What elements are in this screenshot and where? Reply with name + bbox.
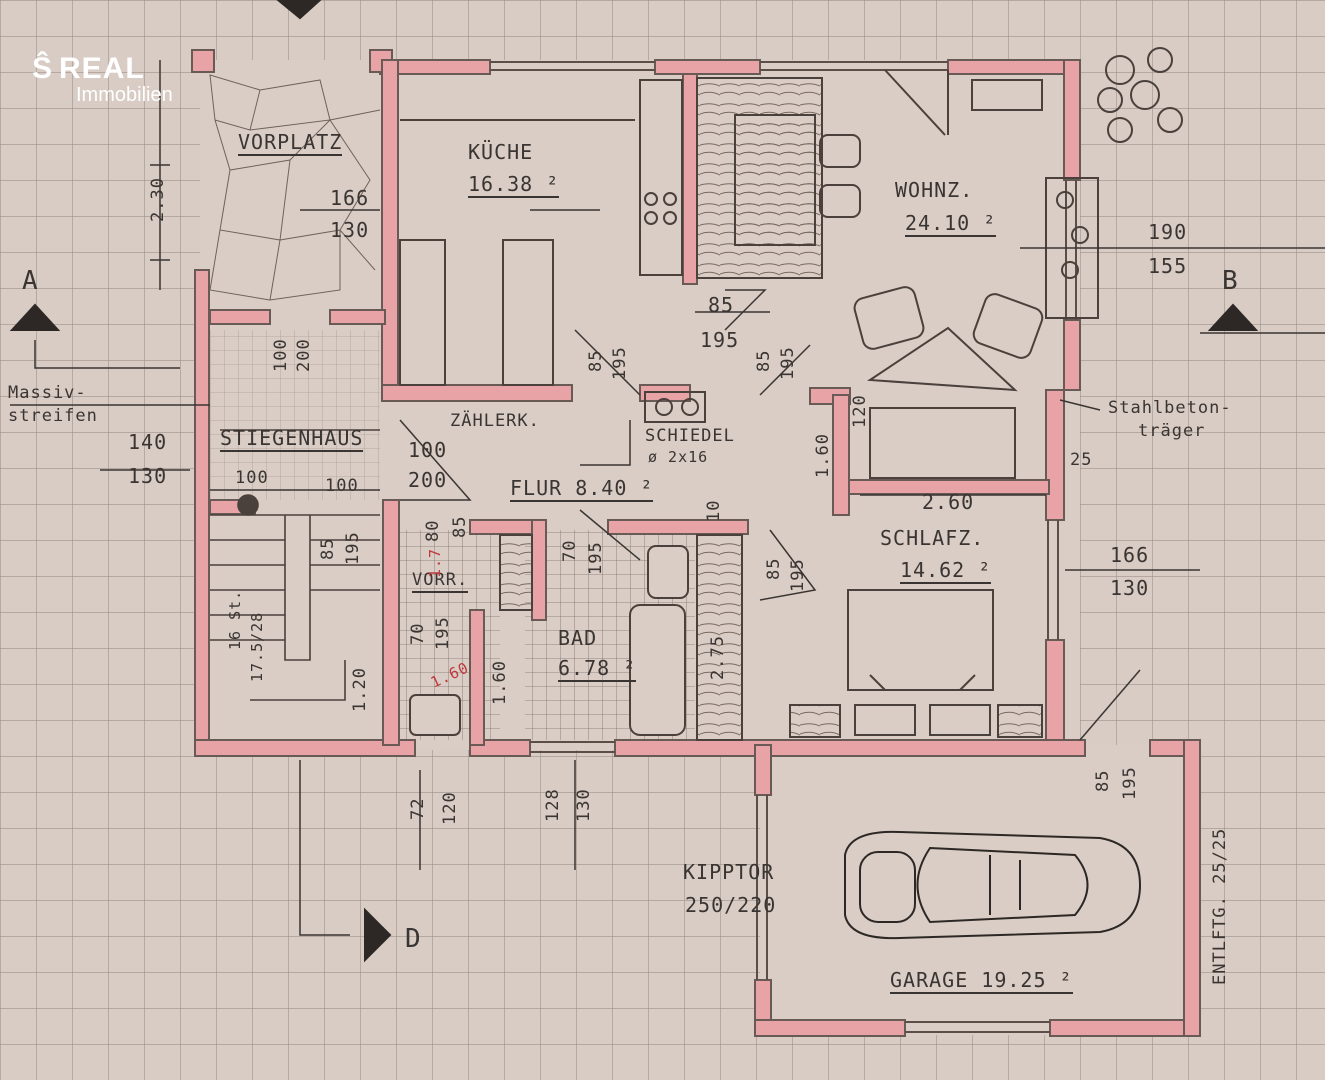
dim-85-a: 85	[586, 349, 606, 372]
dim-2-75: 2.75	[708, 635, 728, 680]
dim-195-g: 195	[788, 558, 808, 592]
dim-72: 72	[408, 797, 428, 820]
dim-200-a: 200	[294, 338, 314, 372]
car-outline	[844, 830, 1142, 940]
room-label-bad: BAD	[558, 626, 598, 650]
dim-80: 80	[423, 519, 443, 542]
section-b-label: B	[1222, 266, 1239, 296]
dim-128: 128	[543, 788, 563, 822]
room-label-zaehlerk: ZÄHLERK.	[450, 411, 540, 431]
room-label-schlafz: SCHLAFZ.	[880, 526, 985, 550]
annotation-stahlbeton-2: träger	[1138, 421, 1206, 441]
stair-count: 16 St.	[226, 589, 244, 650]
dim-195-h: 195	[433, 616, 453, 650]
dim-85-e: 85	[450, 515, 470, 538]
room-area-bad: 6.78 ²	[558, 656, 637, 682]
section-markers	[9, 0, 1259, 963]
room-label-kueche: KÜCHE	[468, 140, 534, 164]
dim-130-d: 130	[574, 788, 594, 822]
dim-100-a: 100	[271, 338, 291, 372]
room-label-vorr: VORR.	[412, 572, 469, 593]
dining-corner-bench	[696, 77, 861, 279]
dim-10: 10	[704, 499, 724, 522]
dim-195-e: 195	[586, 541, 606, 575]
dim-155: 155	[1148, 254, 1188, 278]
sparkasse-s-logo-icon: Ŝ	[32, 52, 54, 85]
room-label-garage: GARAGE 19.25 ²	[890, 968, 1073, 994]
dim-120-c: 120	[440, 791, 460, 825]
label-kipptor: KIPPTOR	[683, 860, 775, 884]
chimney	[644, 391, 706, 423]
dim-120-a: 120	[850, 394, 870, 428]
dim-100-b: 100	[235, 468, 269, 488]
annotation-massiv-2: streifen	[8, 406, 98, 426]
dim-100-d: 100	[408, 438, 448, 462]
section-a-label: A	[22, 266, 39, 296]
dim-166-a: 166	[330, 186, 370, 210]
handwritten-note-1: 1.7	[426, 547, 444, 578]
dim-70-b: 70	[408, 622, 428, 645]
dimension-lines	[10, 60, 1325, 936]
dim-130-b: 130	[128, 464, 168, 488]
dim-70-a: 70	[560, 539, 580, 562]
stair-ratio: 17.5/28	[248, 611, 266, 682]
logo-subtitle: Immobilien	[76, 84, 173, 106]
dim-1-60-a: 1.60	[813, 433, 833, 478]
dim-195-b: 195	[700, 328, 740, 352]
shrub-icons	[1056, 47, 1183, 279]
kitchen-fixtures	[399, 79, 683, 386]
dim-1-60-b: 1.60	[490, 660, 510, 705]
dim-195-i: 195	[1120, 766, 1140, 800]
room-label-stiegenhaus: STIEGENHAUS	[220, 426, 364, 452]
dim-200-b: 200	[408, 468, 448, 492]
dim-130-c: 130	[1110, 576, 1150, 600]
staircase	[210, 429, 380, 701]
room-label-flur: FLUR 8.40 ²	[510, 476, 654, 502]
kipptor-dimension: 250/220	[685, 893, 777, 917]
dim-85-h: 85	[1093, 769, 1113, 792]
vorplatz-stone-paving	[209, 74, 381, 301]
logo-name: REAL	[59, 52, 145, 85]
room-label-vorplatz: VORPLATZ	[238, 130, 343, 156]
bedroom-furniture	[696, 534, 1043, 741]
windows	[490, 61, 1077, 1033]
dim-195-a: 195	[610, 346, 630, 380]
dim-1-20-b: 1.20	[350, 667, 370, 712]
section-d-label: D	[405, 924, 422, 954]
stair-area	[210, 330, 380, 500]
annotation-stahlbeton-1: Stahlbeton-	[1108, 398, 1232, 418]
dim-140: 140	[128, 430, 168, 454]
dim-190: 190	[1148, 220, 1188, 244]
room-label-wohnz: WOHNZ.	[895, 178, 974, 202]
dim-195-c: 195	[778, 346, 798, 380]
dim-2-30: 2.30	[148, 177, 168, 222]
door-swings	[399, 289, 817, 601]
dim-195-f: 195	[343, 531, 363, 565]
dim-85-b: 85	[708, 293, 735, 317]
dim-25: 25	[1070, 450, 1093, 470]
room-area-wohnz: 24.10 ²	[905, 211, 997, 237]
schiedel-diameter: ø 2x16	[648, 448, 709, 466]
dim-85-c: 85	[754, 349, 774, 372]
walls	[191, 49, 1201, 1037]
annotation-entlueftung: ENTLFTG. 25/25	[1210, 827, 1230, 985]
bathroom-fixtures	[409, 534, 689, 736]
dim-2-60: 2.60	[922, 490, 975, 514]
dim-130-a: 130	[330, 218, 370, 242]
dim-85-f: 85	[318, 537, 338, 560]
dim-100-c: 100	[325, 476, 359, 496]
room-area-schlafz: 14.62 ²	[900, 558, 992, 584]
annotation-massiv-1: Massiv-	[8, 383, 87, 403]
dim-85-g: 85	[764, 557, 784, 580]
room-area-kueche: 16.38 ²	[468, 172, 560, 198]
garage-interior	[760, 745, 1200, 1035]
dim-166-b: 166	[1110, 543, 1150, 567]
room-label-schiedel: SCHIEDEL	[645, 426, 735, 446]
